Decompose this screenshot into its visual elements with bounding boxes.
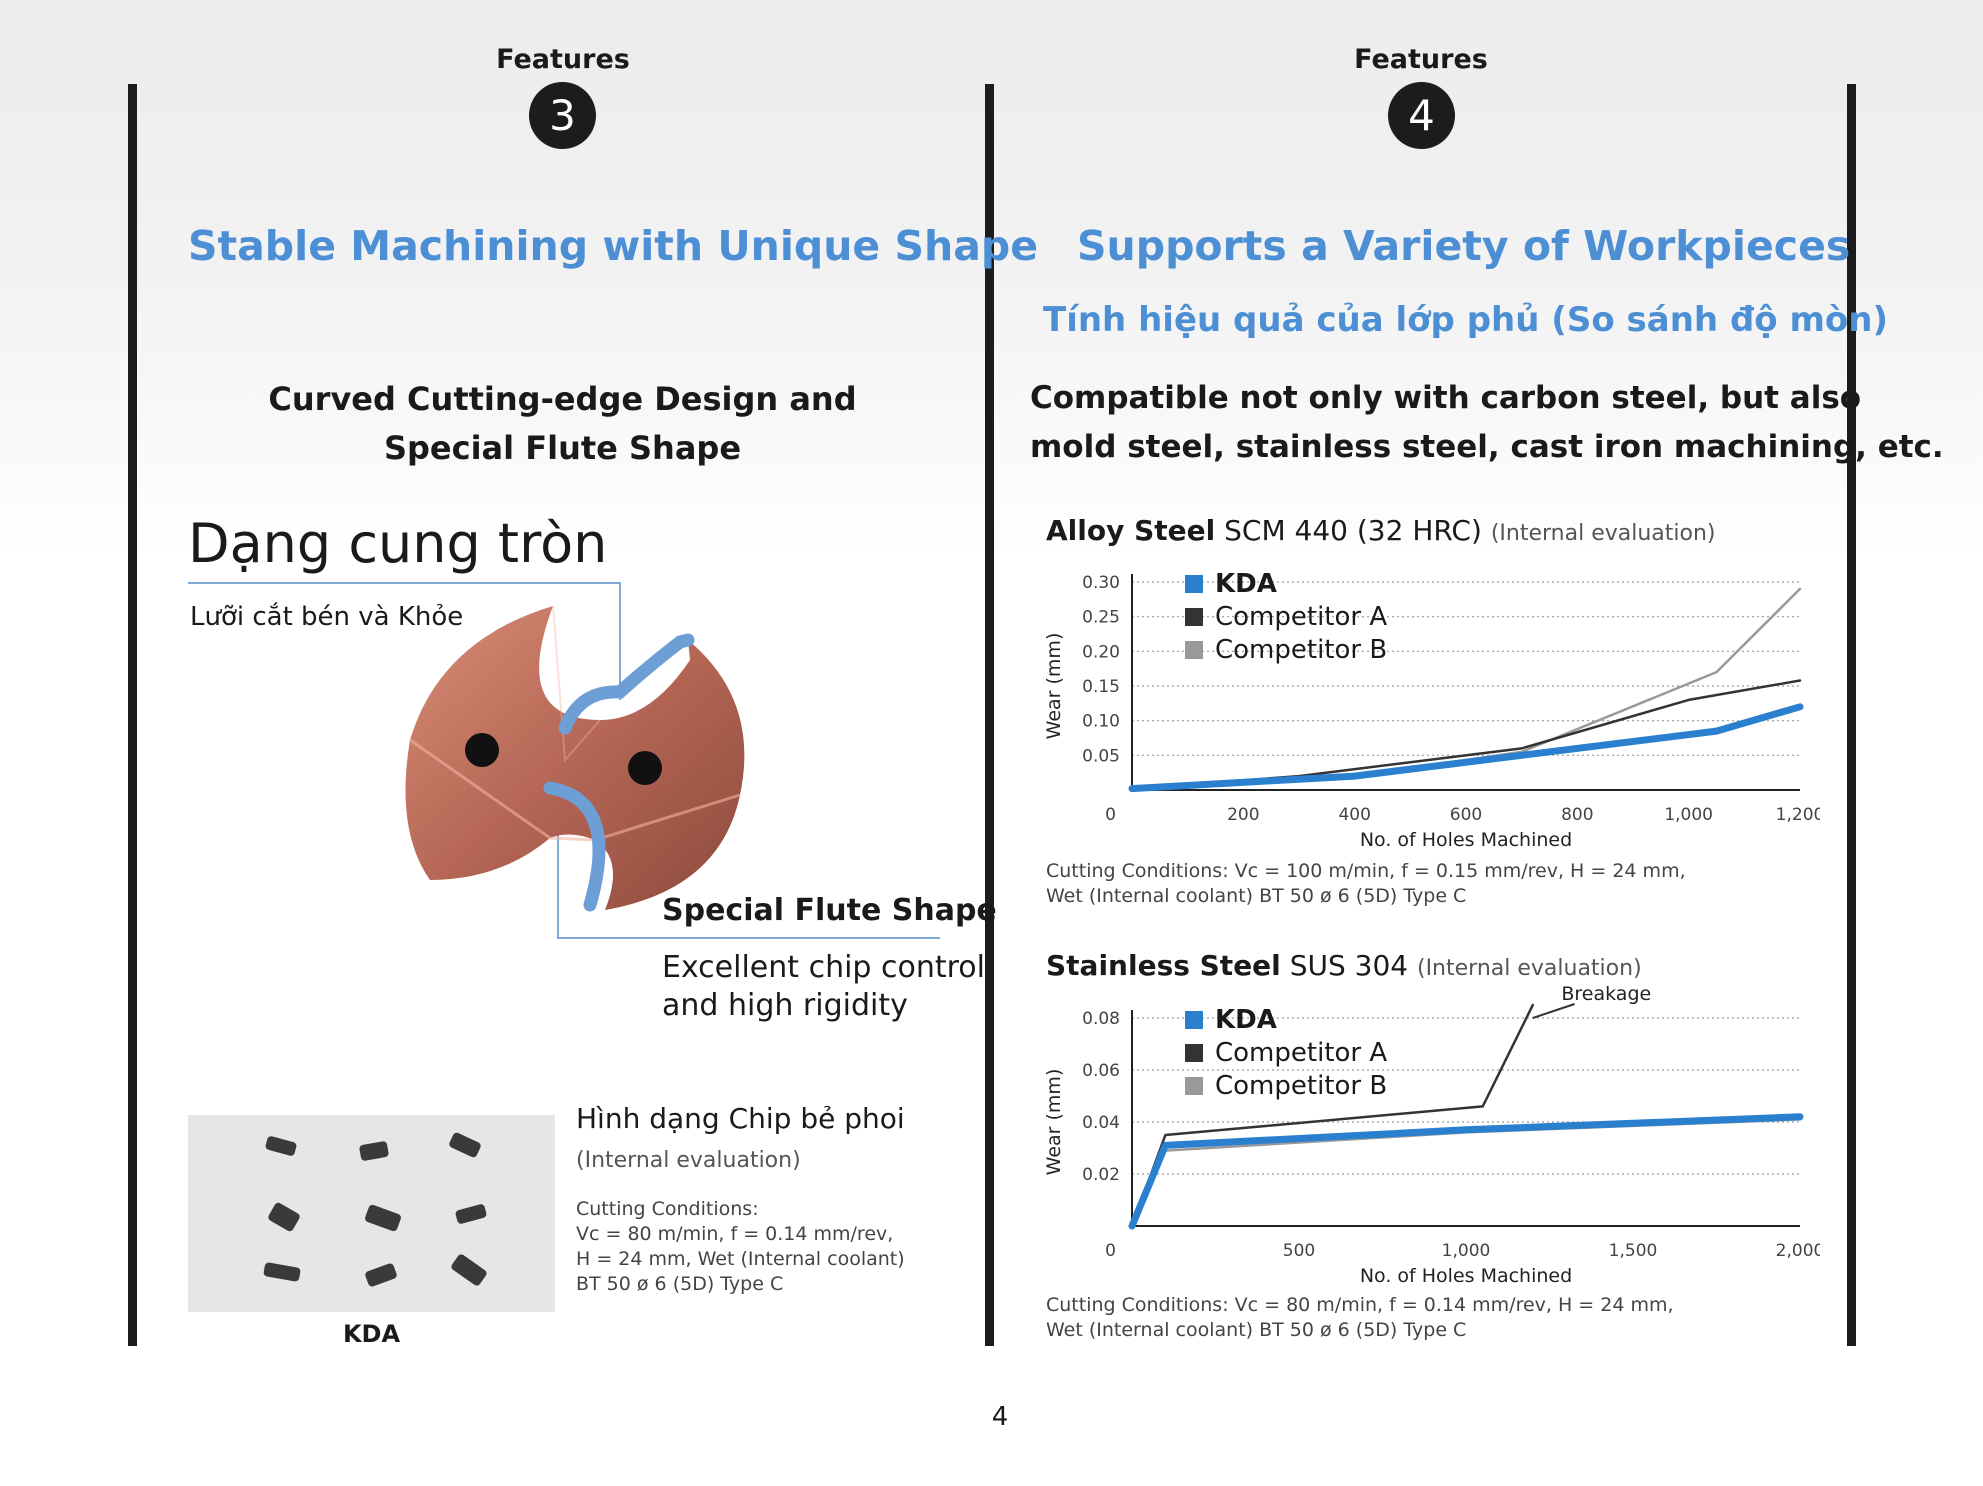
features-number-4-badge: 4 xyxy=(1388,82,1455,149)
chip-cond-line4: BT 50 ø 6 (5D) Type C xyxy=(576,1273,784,1295)
chip-8 xyxy=(364,1262,398,1288)
left-subtitle-line1: Curved Cutting-edge Design and xyxy=(268,380,857,418)
chip-9 xyxy=(449,1252,489,1288)
chart2-legend-swatch-1 xyxy=(1185,1011,1203,1029)
chip-2 xyxy=(358,1140,390,1162)
chart1-heading-material: Alloy Steel xyxy=(1046,514,1216,547)
chart2-heading-material: Stainless Steel xyxy=(1046,949,1281,982)
chart2-ytick-label: 0.06 xyxy=(1082,1061,1120,1081)
chart1-legend-label-1: KDA xyxy=(1215,569,1277,599)
chart1-xtick-label: 800 xyxy=(1561,805,1593,825)
chart2-xtick-label: 0 xyxy=(1105,1241,1116,1261)
chart2-xtick-label: 500 xyxy=(1283,1241,1315,1261)
chart2-y-axis-label: Wear (mm) xyxy=(1043,1069,1065,1176)
chart1-x-axis-label: No. of Holes Machined xyxy=(1360,829,1572,851)
center-divider-bar xyxy=(985,84,994,1346)
chart2-ytick-label: 0.08 xyxy=(1082,1009,1120,1029)
chart2-ytick-label: 0.02 xyxy=(1082,1165,1120,1185)
chip-photo xyxy=(188,1115,555,1312)
flute-desc-line2: and high rigidity xyxy=(662,988,908,1023)
chart1-xtick-label: 200 xyxy=(1227,805,1259,825)
chart1-ytick-label: 0.10 xyxy=(1082,712,1120,732)
chart2-cond-line2: Wet (Internal coolant) BT 50 ø 6 (5D) Ty… xyxy=(1046,1319,1467,1341)
chip-cond-line3: H = 24 mm, Wet (Internal coolant) xyxy=(576,1248,905,1270)
vn-heading: Dạng cung tròn xyxy=(188,512,608,575)
chart2-x-axis-label: No. of Holes Machined xyxy=(1360,1265,1572,1287)
chart2-heading-eval: (Internal evaluation) xyxy=(1416,956,1642,981)
chart1-legend-label-3: Competitor B xyxy=(1215,635,1387,665)
chart2-xtick-label: 2,000 xyxy=(1776,1241,1820,1261)
drill-cross-section-illustration xyxy=(188,582,940,939)
chart2-breakage-annotation: Breakage xyxy=(1561,983,1651,1005)
chart1-y-axis-label: Wear (mm) xyxy=(1043,633,1065,740)
chip-6 xyxy=(454,1203,488,1225)
left-section-title: Stable Machining with Unique Shape xyxy=(188,222,1039,270)
page-number: 4 xyxy=(991,1402,1009,1432)
chip-4 xyxy=(266,1201,302,1233)
chart1-legend-swatch-3 xyxy=(1185,641,1203,659)
chip-7 xyxy=(263,1261,301,1283)
chart1-cond-line2: Wet (Internal coolant) BT 50 ø 6 (5D) Ty… xyxy=(1046,885,1467,907)
chart2-ytick-label: 0.04 xyxy=(1082,1113,1120,1133)
chart1-ytick-label: 0.30 xyxy=(1082,573,1120,593)
flute-desc-line1: Excellent chip control xyxy=(662,950,985,985)
chart1-xtick-label: 1,000 xyxy=(1664,805,1713,825)
chart1-heading-grade: SCM 440 (32 HRC) xyxy=(1224,514,1482,547)
chip-cond-line2: Vc = 80 m/min, f = 0.14 mm/rev, xyxy=(576,1223,894,1245)
chip-title: Hình dạng Chip bẻ phoi xyxy=(576,1102,905,1135)
right-divider-bar xyxy=(1847,84,1856,1346)
features-number-3-badge: 3 xyxy=(529,82,596,149)
chart1-ytick-label: 0.15 xyxy=(1082,677,1120,697)
right-subtitle-line1: Compatible not only with carbon steel, b… xyxy=(1030,380,1862,416)
chart2-cond-line1: Cutting Conditions: Vc = 80 m/min, f = 0… xyxy=(1046,1294,1674,1316)
vn-edge-label: Lưỡi cắt bén và Khỏe xyxy=(190,602,464,632)
features-label-3: Features xyxy=(496,44,630,75)
chart1-heading: Alloy Steel SCM 440 (32 HRC) (Internal e… xyxy=(1046,514,1716,547)
chart2-xtick-label: 1,000 xyxy=(1442,1241,1491,1261)
chart2-heading: Stainless Steel SUS 304 (Internal evalua… xyxy=(1046,949,1642,982)
right-vn-title: Tính hiệu quả của lớp phủ (So sánh độ mò… xyxy=(1043,300,1889,340)
left-divider-bar xyxy=(128,84,137,1346)
chart2-heading-grade: SUS 304 xyxy=(1289,949,1409,982)
right-section-title: Supports a Variety of Workpieces xyxy=(1077,222,1851,270)
chart2-series-kda xyxy=(1128,1113,1804,1230)
chart1-ytick-label: 0.05 xyxy=(1082,746,1120,766)
chart1-alloy-steel: 0.05 0.10 0.15 0.20 0.25 0.30 0 200 400 600 800 1,0… xyxy=(1043,569,1820,851)
chart2-legend-swatch-2 xyxy=(1185,1044,1203,1062)
chart1-legend-swatch-1 xyxy=(1185,575,1203,593)
chart1-xtick-label: 0 xyxy=(1105,805,1116,825)
chart2-breakage-pointer xyxy=(1532,1003,1575,1019)
chip-cond-line1: Cutting Conditions: xyxy=(576,1198,759,1220)
chart2-legend-label-3: Competitor B xyxy=(1215,1071,1387,1101)
chart1-legend-label-2: Competitor A xyxy=(1215,602,1387,632)
chart2-series-competitor-b xyxy=(1130,1118,1802,1228)
chip-3 xyxy=(448,1131,482,1159)
chart2-xtick-label: 1,500 xyxy=(1609,1241,1658,1261)
chart1-xtick-label: 400 xyxy=(1338,805,1370,825)
chip-1 xyxy=(264,1135,298,1157)
left-subtitle-line2: Special Flute Shape xyxy=(383,429,742,467)
chip-5 xyxy=(363,1203,403,1233)
chart2-legend-label-1: KDA xyxy=(1215,1005,1277,1035)
chart1-series-kda xyxy=(1128,703,1804,793)
chart2-legend-swatch-3 xyxy=(1185,1077,1203,1095)
flute-label: Special Flute Shape xyxy=(662,893,997,928)
chart1-ytick-label: 0.25 xyxy=(1082,608,1120,628)
chart1-xtick-label: 600 xyxy=(1450,805,1482,825)
chip-eval: (Internal evaluation) xyxy=(576,1148,801,1173)
chart2-legend-label-2: Competitor A xyxy=(1215,1038,1387,1068)
chart1-heading-eval: (Internal evaluation) xyxy=(1490,521,1716,546)
features-label-4: Features xyxy=(1354,44,1488,75)
chart1-legend-swatch-2 xyxy=(1185,608,1203,626)
chart1-cond-line1: Cutting Conditions: Vc = 100 m/min, f = … xyxy=(1046,860,1686,882)
right-subtitle-line2: mold steel, stainless steel, cast iron m… xyxy=(1030,429,1944,465)
chart1-xtick-label: 1,200 xyxy=(1776,805,1820,825)
chip-photo-caption: KDA xyxy=(342,1320,401,1348)
chart1-ytick-label: 0.20 xyxy=(1082,642,1120,662)
